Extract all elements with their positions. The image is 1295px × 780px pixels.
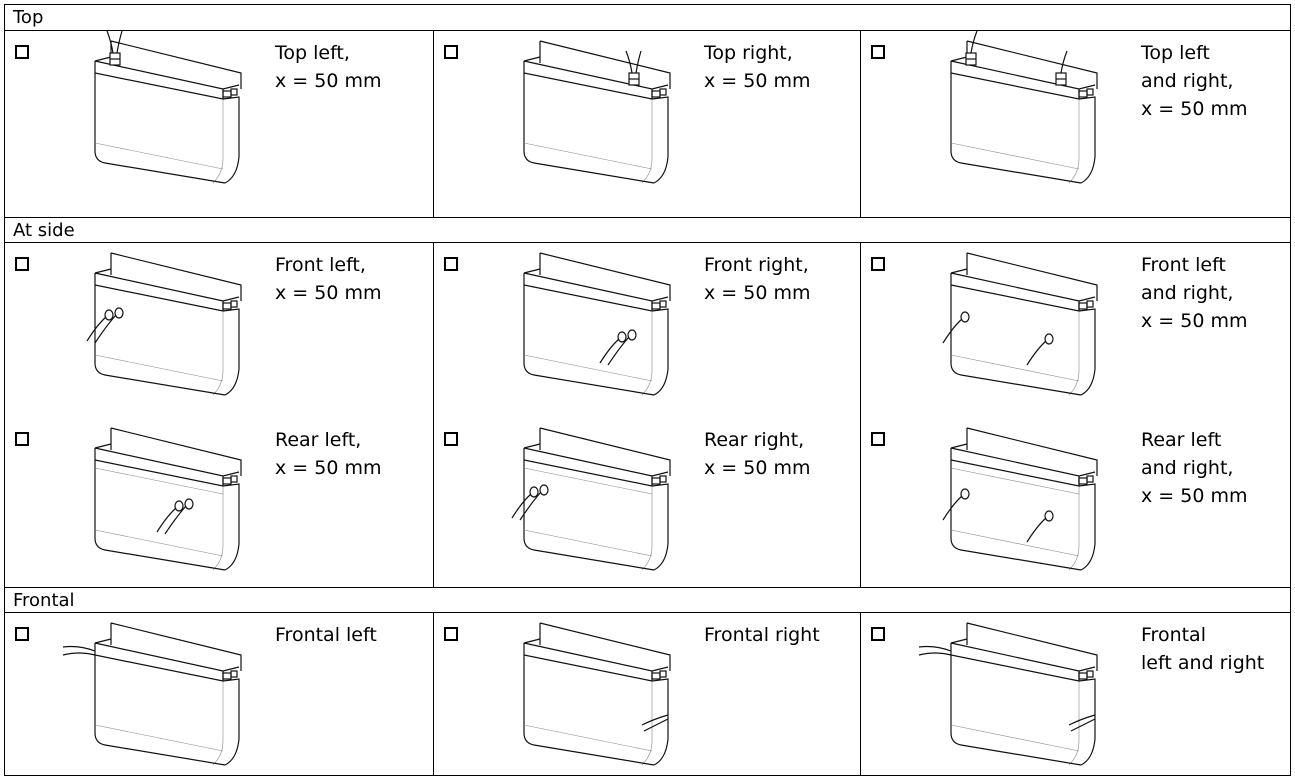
option-checkbox[interactable] — [15, 45, 29, 59]
option-cell: Front left, x = 50 mm — [5, 243, 433, 418]
option-label: Rear right, x = 50 mm — [704, 429, 811, 479]
table-row: Front left, x = 50 mm Front right, x = 5… — [5, 243, 1290, 418]
fixture-diagram — [62, 622, 242, 766]
option-label: Top left and right, x = 50 mm — [1141, 42, 1248, 120]
option-label: Top right, x = 50 mm — [704, 42, 811, 92]
option-cell: Top right, x = 50 mm — [433, 31, 860, 217]
table-row: Rear left, x = 50 mm Rear right, x = 50 … — [5, 418, 1290, 587]
fixture-diagram — [942, 427, 1098, 571]
option-checkbox[interactable] — [871, 432, 885, 446]
option-cell: Rear left and right, x = 50 mm — [860, 418, 1290, 587]
option-checkbox[interactable] — [444, 45, 458, 59]
section-header-top: Top — [5, 5, 1290, 31]
option-label: Frontal right — [704, 624, 820, 646]
option-label: Rear left, x = 50 mm — [275, 429, 382, 479]
option-checkbox[interactable] — [444, 257, 458, 271]
option-label: Top left, x = 50 mm — [275, 42, 382, 92]
fixture-diagram — [523, 252, 671, 396]
option-label: Front left, x = 50 mm — [275, 254, 382, 304]
option-checkbox[interactable] — [871, 257, 885, 271]
fixture-diagram — [523, 40, 671, 184]
option-label: Front left and right, x = 50 mm — [1141, 254, 1248, 332]
option-cell: Front left and right, x = 50 mm — [860, 243, 1290, 418]
table-row: Top left, x = 50 mm Top right, x = 50 mm… — [5, 30, 1290, 217]
option-cell: Front right, x = 50 mm — [433, 243, 860, 418]
option-cell: Rear left, x = 50 mm — [5, 418, 433, 587]
option-cell: Frontal left — [5, 613, 433, 775]
option-cell: Rear right, x = 50 mm — [433, 418, 860, 587]
option-cell: Top left, x = 50 mm — [5, 30, 433, 217]
option-label: Frontal left and right — [1141, 624, 1265, 674]
option-label: Rear left and right, x = 50 mm — [1141, 429, 1248, 507]
option-cell: Top left and right, x = 50 mm — [860, 30, 1290, 217]
option-checkbox[interactable] — [871, 45, 885, 59]
fixture-diagram — [511, 427, 671, 571]
option-label: Front right, x = 50 mm — [704, 254, 811, 304]
option-cell: Frontal left and right — [860, 613, 1290, 775]
table-row: Frontal left Frontal right Frontal left … — [5, 613, 1290, 775]
section-header-frontal: Frontal — [5, 587, 1290, 613]
section-header-at-side: At side — [5, 217, 1290, 243]
option-checkbox[interactable] — [871, 627, 885, 641]
fixture-diagram — [94, 427, 242, 571]
option-cell: Frontal right — [433, 613, 860, 775]
option-checkbox[interactable] — [444, 627, 458, 641]
fixture-diagram — [942, 252, 1098, 396]
fixture-diagram — [918, 622, 1098, 766]
fixture-diagram — [94, 30, 242, 184]
fixture-diagram — [86, 252, 242, 396]
option-checkbox[interactable] — [15, 627, 29, 641]
fixture-diagram — [950, 30, 1098, 184]
cable-exit-options-table: Top Top left, x = 50 mm Top right, x = 5… — [4, 4, 1291, 776]
option-checkbox[interactable] — [444, 432, 458, 446]
fixture-diagram — [523, 622, 671, 766]
option-checkbox[interactable] — [15, 257, 29, 271]
option-checkbox[interactable] — [15, 432, 29, 446]
option-label: Frontal left — [275, 624, 377, 646]
